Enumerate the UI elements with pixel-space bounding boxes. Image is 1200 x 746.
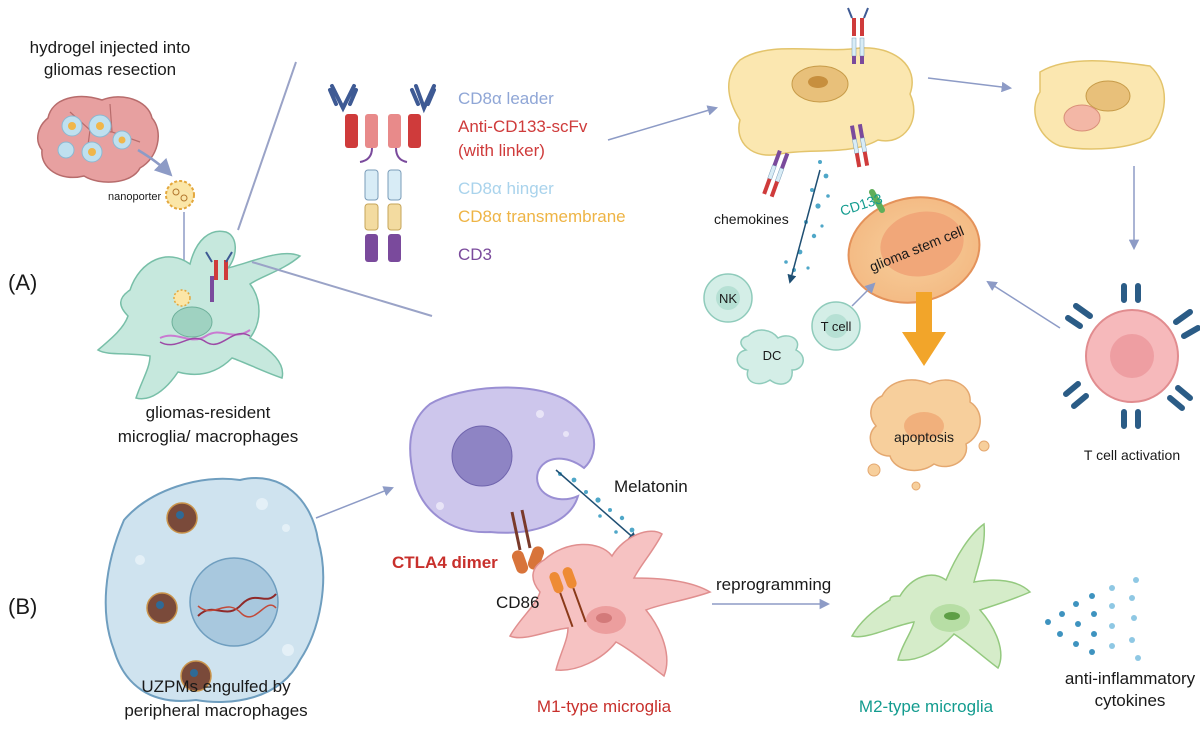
anti-inflammatory-label-line1: anti-inflammatory [1065,669,1196,688]
m2-label: M2-type microglia [859,697,994,716]
activated-t-cell [1063,283,1200,429]
dc-label: DC [763,348,782,363]
apoptosis-label: apoptosis [894,429,954,445]
panel-a-label: (A) [8,270,37,295]
legend-cd3: CD3 [458,245,492,264]
melatonin-arrow [555,469,638,542]
t-cell-activation-label: T cell activation [1084,447,1180,463]
m2-microglia-cell [850,522,1032,670]
arrow-tcell-to-activated [927,77,1013,93]
resident-label-line2: microglia/ macrophages [118,427,298,446]
t-cell-small [811,301,861,351]
apoptosis-arrow [902,292,946,366]
t-cell-label: T cell [821,319,852,334]
panel-b-label: (B) [8,594,37,619]
nanoporter-particle [165,180,195,210]
resident-label-line1: gliomas-resident [146,403,271,422]
m1-microglia-cell [508,530,712,678]
hydrogel-label-line1: hydrogel injected into [30,38,191,57]
uzpm-label-line2: peripheral macrophages [124,701,307,720]
cd86-label: CD86 [496,593,539,612]
hydrogel-label-line2: gliomas resection [44,60,176,79]
arrow-macrophage-to-m1 [315,486,394,519]
arrow-activation-to-gsc [986,280,1061,329]
nk-label: NK [719,291,737,306]
reprogramming-label: reprogramming [716,575,831,594]
engulfing-macrophage [409,386,596,534]
legend-anti-cd133-scfv: Anti-CD133-scFv [458,117,588,136]
arrow-car-to-tcell [607,105,719,141]
apoptotic-cell [867,379,990,491]
zoom-line-bottom [251,261,433,317]
anti-inflammatory-label-line2: cytokines [1095,691,1166,710]
nk-cell [703,273,753,323]
nanoporter-label: nanoporter [108,191,162,203]
uzpm-label-line1: UZPMs engulfed by [141,677,291,696]
glioma-stem-cell [847,189,981,304]
melatonin-label: Melatonin [614,477,688,496]
arrow-hydrogel-nanoporter [137,148,173,177]
legend-cd8a-leader: CD8α leader [458,89,554,108]
zoom-line-top [237,61,297,231]
chemokines-arrow [787,169,821,284]
car-construct-graphic [328,84,436,262]
resident-microglia-cell [96,230,302,400]
hydrogel-tumor [36,95,159,183]
legend-with-linker: (with linker) [458,141,545,160]
peripheral-macrophage [104,477,325,703]
chemokines-label: chemokines [714,211,789,227]
arrow-tcell-to-gsc [851,282,876,307]
legend-cd8a-hinger: CD8α hinger [458,179,554,198]
m1-label: M1-type microglia [537,697,672,716]
legend-cd8a-transmembrane: CD8α transmembrane [458,207,626,226]
dc-cell [736,329,804,385]
dividing-t-cell [1034,60,1165,150]
cytokine-dots [1045,577,1141,661]
car-t-cell [728,7,915,198]
ctla4-dimer-label: CTLA4 dimer [392,553,498,572]
